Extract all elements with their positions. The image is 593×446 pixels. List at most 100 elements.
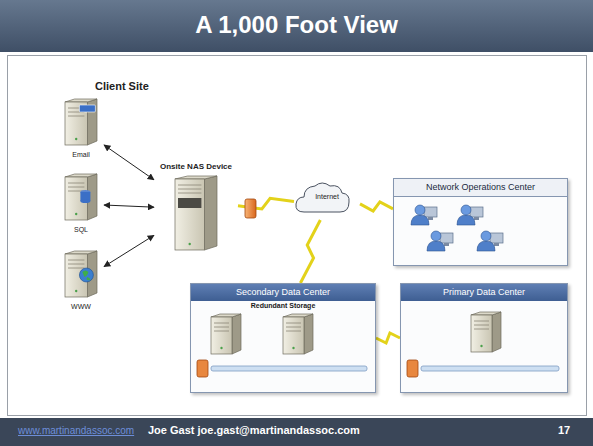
power-light — [220, 347, 222, 349]
drive-slot — [68, 187, 84, 188]
drive-slot — [68, 264, 84, 265]
server-label: WWW — [71, 303, 91, 310]
drive-slot — [286, 331, 301, 332]
server-graphic — [63, 98, 99, 146]
server-graphic — [63, 250, 99, 298]
cloud-shape — [294, 178, 352, 224]
server-node: Email — [58, 98, 104, 160]
email-badge — [79, 105, 95, 112]
power-light — [292, 347, 294, 349]
server-node: WWW — [58, 250, 104, 312]
server-label: Email — [72, 151, 90, 158]
site-box: Primary Data Center — [400, 283, 568, 393]
database-badge — [80, 199, 90, 203]
site-box: Network Operations Center — [393, 178, 568, 266]
server-side — [204, 176, 217, 250]
drive-slot — [214, 327, 229, 328]
monitor-stand — [444, 243, 449, 246]
power-light — [75, 213, 77, 215]
nas-badge — [178, 198, 201, 208]
box-heading: Secondary Data Center — [191, 284, 375, 301]
server-top — [65, 251, 97, 254]
data-arrow — [104, 205, 154, 207]
server-top — [283, 314, 313, 317]
cloud-label: Internet — [294, 193, 360, 200]
drive-slot — [68, 260, 84, 261]
network-link — [376, 333, 400, 343]
power-light — [480, 345, 482, 347]
storage-bus — [421, 366, 559, 371]
firewall-icon — [407, 360, 418, 377]
drive-slot — [286, 323, 301, 324]
monitor — [470, 207, 483, 217]
nas-device-node: Onsite NAS Device — [154, 162, 238, 256]
drive-slot — [474, 321, 489, 322]
nas-graphic — [173, 174, 219, 252]
device-label: Onsite NAS Device — [160, 162, 232, 171]
power-light — [75, 138, 77, 140]
globe-land — [82, 271, 90, 281]
drive-slot — [68, 183, 84, 184]
person-head — [415, 205, 425, 215]
monitor — [440, 233, 453, 243]
server-top — [65, 99, 97, 102]
firewall-icon — [245, 199, 256, 218]
drive-slot — [286, 327, 301, 328]
globe-badge — [79, 268, 93, 282]
server-front — [175, 179, 204, 250]
server-front — [283, 317, 304, 354]
storage-bus — [211, 366, 367, 371]
person-body — [427, 241, 445, 251]
monitor-stand — [494, 243, 499, 246]
monitor-stand — [474, 217, 479, 220]
drive-slot — [178, 189, 201, 190]
server-top — [175, 176, 217, 179]
server-front — [471, 315, 492, 352]
data-arrow — [104, 145, 154, 180]
person-head — [481, 231, 491, 241]
site-box: Secondary Data CenterRedundant Storage — [190, 283, 376, 393]
drive-slot — [178, 193, 201, 194]
server-side — [232, 314, 241, 354]
box-interior — [191, 284, 377, 398]
server-side — [492, 312, 501, 352]
person-head — [461, 205, 471, 215]
server-side — [304, 314, 313, 354]
data-arrow — [104, 235, 154, 266]
monitor — [490, 233, 503, 243]
person-head — [431, 231, 441, 241]
drive-slot — [68, 116, 84, 117]
server-label: SQL — [74, 226, 88, 233]
page-number: 17 — [558, 424, 570, 436]
server-top — [211, 314, 241, 317]
person-body — [411, 215, 429, 225]
server-top — [65, 174, 97, 177]
drive-slot — [474, 325, 489, 326]
server-icon — [63, 173, 99, 225]
network-link — [300, 220, 320, 283]
power-light — [75, 290, 77, 292]
monitor-stand — [428, 217, 433, 220]
monitor — [424, 207, 437, 217]
server-top — [471, 312, 501, 315]
server-front — [211, 317, 232, 354]
nas-icon — [173, 174, 219, 256]
drive-slot — [214, 323, 229, 324]
power-light — [189, 243, 191, 245]
drive-slot — [68, 268, 84, 269]
box-interior — [401, 284, 569, 398]
box-heading: Network Operations Center — [394, 179, 567, 197]
website-link: www.martinandassoc.com — [18, 425, 134, 436]
drive-slot — [214, 331, 229, 332]
box-heading: Primary Data Center — [401, 284, 567, 301]
server-node: SQL — [58, 173, 104, 235]
box-subheading: Redundant Storage — [191, 302, 375, 309]
footer-author: Joe Gast joe.gast@martinandassoc.com — [148, 424, 360, 436]
server-icon — [63, 250, 99, 302]
region-label: Client Site — [95, 80, 149, 92]
person-body — [477, 241, 495, 251]
person-body — [457, 215, 475, 225]
slide-title: A 1,000 Foot View — [0, 11, 593, 39]
network-link — [360, 202, 393, 211]
server-icon — [63, 98, 99, 150]
